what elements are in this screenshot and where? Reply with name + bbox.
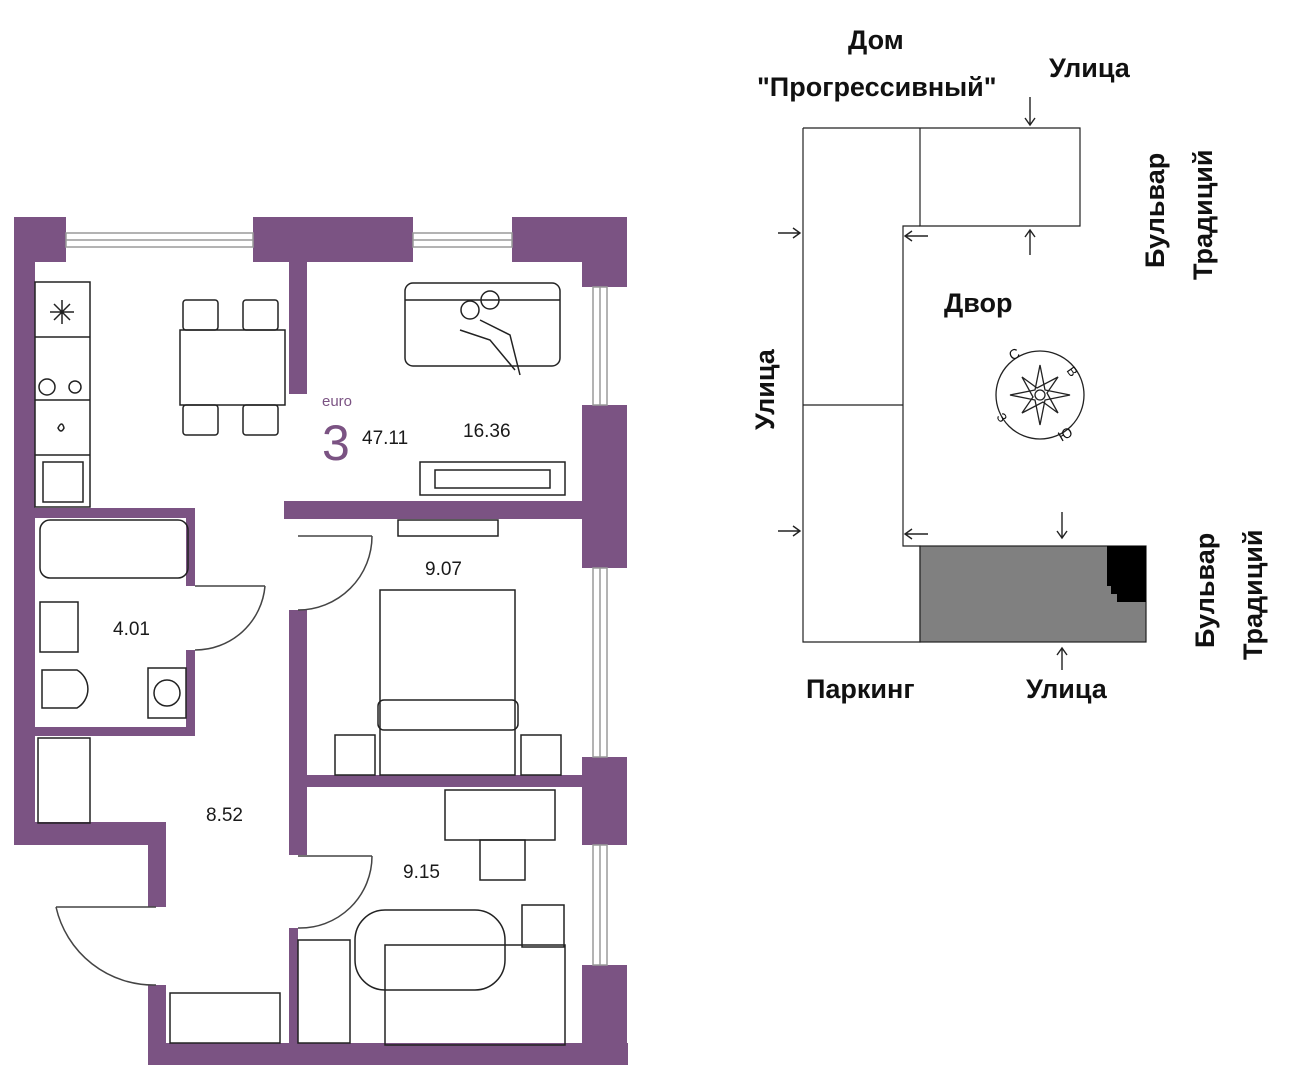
kitchen-furniture xyxy=(34,281,286,508)
yard-label: Двор xyxy=(944,288,1013,318)
house-title-line2: "Прогрессивный" xyxy=(757,72,997,102)
street-top-label: Улица xyxy=(1049,53,1130,83)
street-bottom-label: Улица xyxy=(1026,674,1107,704)
hallway-area: 8.52 xyxy=(206,805,243,826)
boulevard-top-line2: Традиций xyxy=(1188,149,1218,280)
room-count: 3 xyxy=(322,415,350,471)
compass-rose-icon xyxy=(995,350,1085,440)
living-room-area: 16.36 xyxy=(463,421,511,442)
total-area: 47.11 xyxy=(362,428,409,449)
street-left-label: Улица xyxy=(750,349,780,430)
black-block xyxy=(1107,546,1146,602)
windows xyxy=(65,232,608,966)
apartment-type-label: euro xyxy=(322,393,353,410)
bedroom-2-area: 9.15 xyxy=(403,862,440,883)
building-outline xyxy=(803,127,1081,227)
entrance-arrows xyxy=(778,97,1068,670)
bedroom-1-area: 9.07 xyxy=(425,559,462,580)
boulevard-bottom-line2: Традиций xyxy=(1238,529,1268,660)
parking-label: Паркинг xyxy=(806,674,915,704)
bathroom-area: 4.01 xyxy=(113,619,150,640)
boulevard-top-line1: Бульвар xyxy=(1140,152,1170,268)
boulevard-bottom-line1: Бульвар xyxy=(1190,532,1220,648)
living-furniture xyxy=(37,282,566,1046)
house-title-line1: Дом xyxy=(848,25,904,55)
walls xyxy=(14,217,628,1065)
doors xyxy=(55,535,373,986)
